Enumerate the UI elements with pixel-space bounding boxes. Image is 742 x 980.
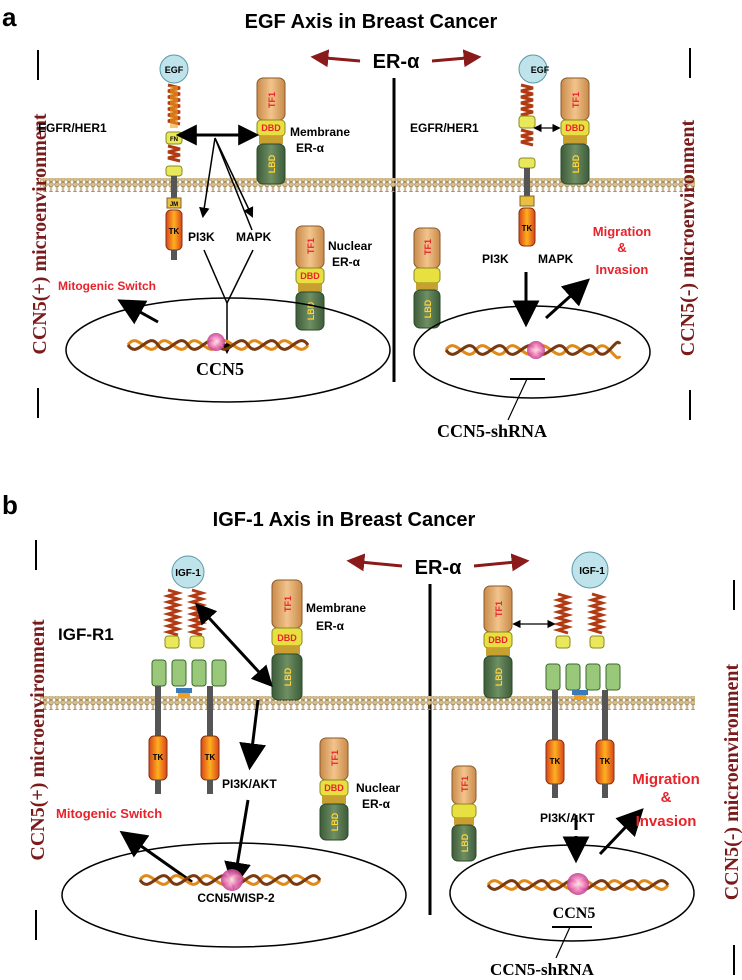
svg-text:TK: TK (153, 753, 164, 762)
mapk-label-right: MAPK (538, 252, 574, 266)
svg-text:LBD: LBD (571, 154, 581, 173)
pi3k-label-left: PI3K (188, 230, 215, 244)
panel-b-right-side-label: CCN5(-) microenvironment (721, 663, 742, 900)
svg-text:DBD: DBD (261, 123, 281, 133)
nucleus-right-b (449, 844, 695, 942)
nuclear-er-alpha-left: TF1 DBD LBD (295, 225, 325, 331)
svg-text:TK: TK (600, 757, 611, 766)
svg-text:DBD: DBD (277, 633, 297, 643)
mitogenic-switch-label-a: Mitogenic Switch (58, 279, 156, 293)
er-alpha-arrow-left (310, 49, 361, 68)
membrane-er-alpha-right-b: TF1 DBD LBD (483, 585, 513, 699)
svg-text:TF1: TF1 (267, 92, 277, 108)
er-alpha-arrow-right (431, 49, 482, 68)
egfr-receptor-right: EGF TK (518, 54, 550, 247)
svg-text:TF1: TF1 (423, 239, 433, 255)
svg-text:LBD: LBD (494, 667, 504, 686)
membrane-label-left: Membrane (290, 125, 350, 139)
nuclear-er-alpha-right-b: TF1 LBD (451, 765, 477, 862)
svg-text:TF1: TF1 (494, 601, 504, 617)
ccn5-gene-label-b: CCN5 (553, 905, 596, 922)
nucleus-left-a (65, 297, 391, 403)
panel-a-er-alpha: ER-α (373, 51, 420, 73)
svg-text:LBD: LBD (460, 833, 470, 852)
pi3k-akt-label-right: PI3K/AKT (540, 811, 595, 825)
egfr-receptor-left: EGF FN JM TK (159, 54, 189, 260)
svg-text:LBD: LBD (330, 812, 340, 831)
svg-text:DBD: DBD (324, 783, 344, 793)
panel-b-title: IGF-1 Axis in Breast Cancer (213, 509, 476, 531)
svg-text:LBD: LBD (267, 154, 277, 173)
svg-text:LBD: LBD (306, 301, 316, 320)
svg-text:IGF-1: IGF-1 (175, 568, 201, 579)
panel-b: b IGF-1 Axis in Breast Cancer ER-α CCN5(… (2, 490, 742, 979)
svg-text:TK: TK (550, 757, 561, 766)
panel-a-right-side-label: CCN5(-) microenvironment (677, 119, 699, 356)
svg-text:TF1: TF1 (283, 596, 293, 612)
nuclear-er-label-left: ER-α (332, 255, 361, 269)
igf-r1-receptor-right: IGF-1 TK TK (545, 551, 621, 798)
ccn5-wisp2-gene-label: CCN5/WISP-2 (197, 891, 275, 905)
membrane-er-alpha-left: TF1 DBD LBD (256, 77, 286, 185)
egf-label-left: EGF (165, 65, 184, 75)
panel-b-membrane (40, 696, 695, 710)
svg-text:TF1: TF1 (460, 776, 470, 792)
pi3k-akt-label-left: PI3K/AKT (222, 777, 277, 791)
ccn5-shrna-label-b: CCN5-shRNA (490, 960, 595, 979)
svg-text:TK: TK (205, 753, 216, 762)
pi3k-label-right: PI3K (482, 252, 509, 266)
egf-ligand-left (159, 54, 189, 84)
svg-text:DBD: DBD (300, 271, 320, 281)
svg-text:LBD: LBD (283, 667, 293, 686)
nuclear-er-label-left-b: ER-α (362, 797, 391, 811)
nuclear-er-alpha-right: TF1 LBD (413, 227, 441, 329)
panel-a-letter: a (2, 2, 17, 32)
nucleus-left-b (61, 842, 407, 948)
egfr-label-left: EGFR/HER1 (38, 121, 107, 135)
svg-text:LBD: LBD (423, 299, 433, 318)
igf-r1-label: IGF-R1 (58, 625, 114, 644)
egfr-label-right: EGFR/HER1 (410, 121, 479, 135)
membrane-er-alpha-right: TF1 DBD LBD (560, 77, 590, 185)
svg-text:TK: TK (169, 227, 180, 236)
svg-text:JM: JM (170, 202, 178, 208)
svg-text:EGF: EGF (531, 65, 550, 75)
membrane-er-label-left: ER-α (296, 141, 325, 155)
svg-text:Invasion: Invasion (596, 262, 649, 277)
svg-text:IGF-1: IGF-1 (579, 566, 605, 577)
panel-b-er-alpha: ER-α (415, 557, 462, 579)
membrane-label-left-b: Membrane (306, 601, 366, 615)
migration-label-a: Migration (593, 224, 652, 239)
nucleus-right-a (413, 305, 651, 399)
svg-text:DBD: DBD (488, 635, 508, 645)
svg-text:&: & (661, 789, 672, 806)
panel-a-membrane (40, 178, 695, 192)
svg-text:Invasion: Invasion (636, 813, 697, 830)
nuclear-label-left: Nuclear (328, 239, 372, 253)
svg-text:TF1: TF1 (330, 750, 340, 766)
panel-b-left-side-label: CCN5(+) microenvironment (27, 619, 49, 861)
svg-text:&: & (617, 240, 626, 255)
ccn5-shrna-label-a: CCN5-shRNA (437, 421, 547, 441)
panel-a: a EGF Axis in Breast Cancer ER-α CCN5(+)… (2, 2, 699, 441)
mitogenic-switch-label-b: Mitogenic Switch (56, 806, 162, 821)
membrane-er-alpha-left-b: TF1 DBD LBD (271, 579, 303, 701)
migration-label-b: Migration (632, 771, 700, 788)
ccn5-gene-label-a: CCN5 (196, 359, 244, 379)
panel-b-letter: b (2, 490, 18, 520)
svg-text:TK: TK (522, 224, 533, 233)
svg-text:FN: FN (170, 137, 178, 143)
igf-r1-receptor-left: IGF-1 TK TK (148, 555, 227, 794)
panel-a-title: EGF Axis in Breast Cancer (245, 11, 498, 33)
panel-a-left-side-label: CCN5(+) microenvironment (29, 113, 51, 355)
svg-text:TF1: TF1 (571, 92, 581, 108)
svg-text:DBD: DBD (565, 123, 585, 133)
nuclear-er-alpha-left-b: TF1 DBD LBD (319, 737, 349, 841)
membrane-er-label-left-b: ER-α (316, 619, 345, 633)
mapk-label-left: MAPK (236, 230, 272, 244)
svg-text:TF1: TF1 (306, 238, 316, 254)
nuclear-label-left-b: Nuclear (356, 781, 400, 795)
